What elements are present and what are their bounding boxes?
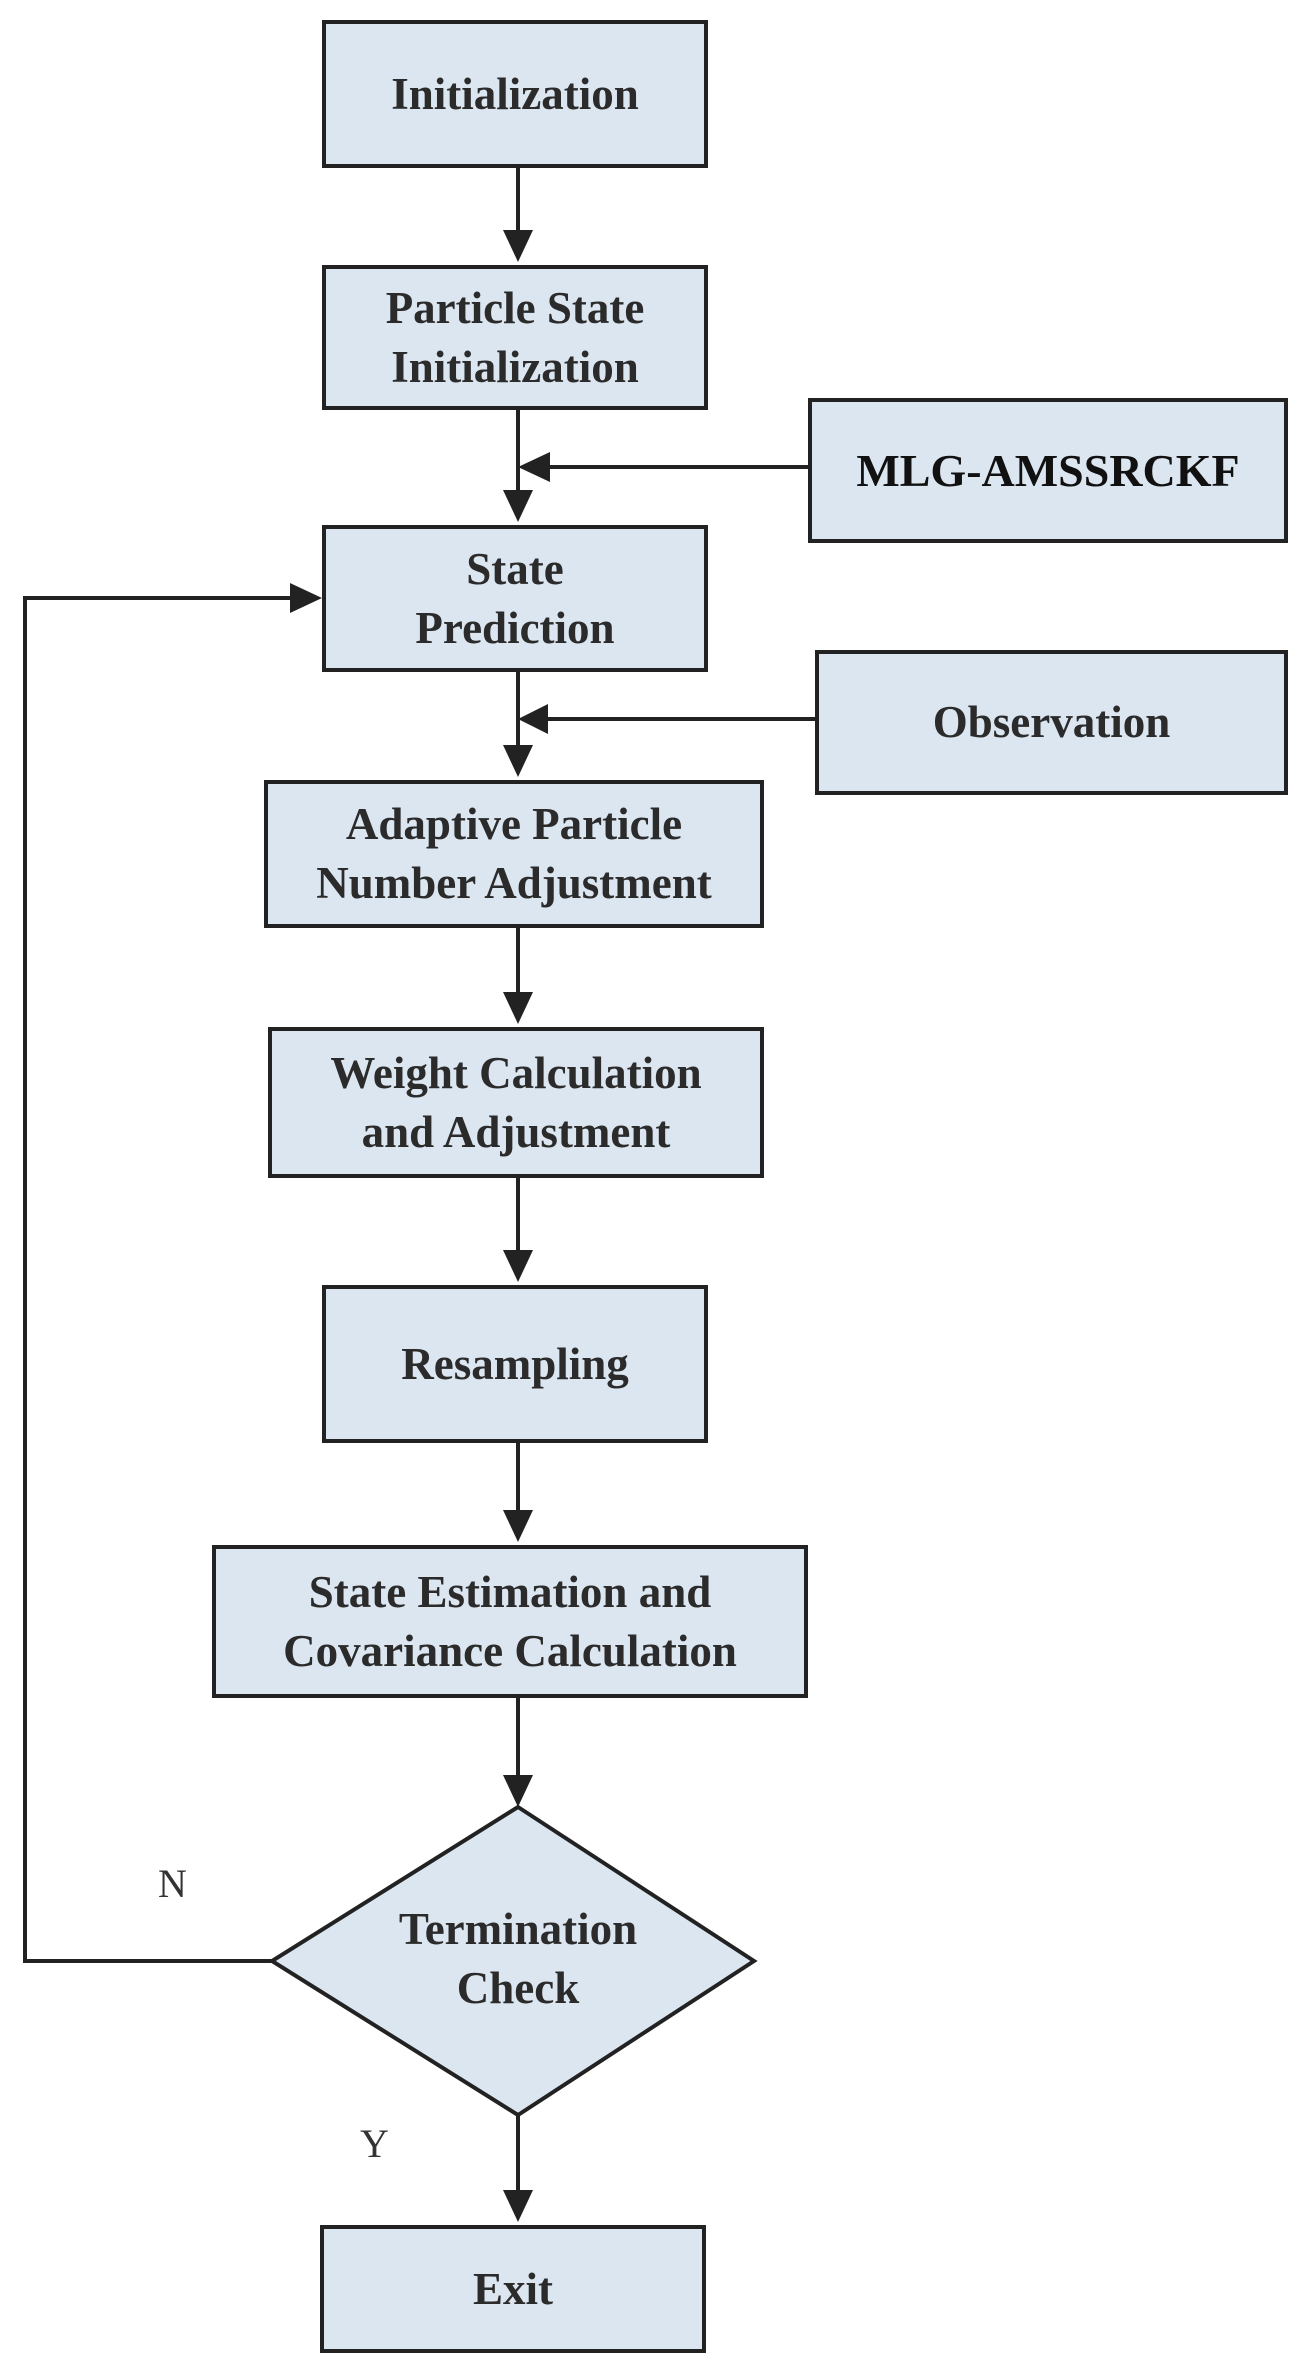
node-label: Initialization (391, 341, 639, 392)
resampling-box: Resampling (322, 1285, 708, 1443)
node-label: Number Adjustment (316, 858, 712, 908)
state-prediction-box: State Prediction (322, 525, 708, 672)
node-label: Exit (472, 2263, 553, 2314)
arrowhead (503, 1775, 533, 1807)
node-label: Observation (932, 697, 1171, 747)
node-label: Termination (398, 1904, 638, 1954)
node-label: MLG-AMSSRCKF (856, 445, 1240, 496)
observation-box: Observation (815, 650, 1288, 795)
particle-state-initialization-box: Particle State Initialization (322, 265, 708, 410)
arrowhead (503, 230, 533, 262)
arrowhead (518, 704, 548, 734)
arrowhead (503, 745, 533, 777)
branch-label-yes: Y (360, 2121, 389, 2166)
state-estimation-box: State Estimation and Covariance Calculat… (212, 1545, 808, 1698)
weight-calculation-box: Weight Calculation and Adjustment (268, 1027, 764, 1178)
arrowhead (503, 490, 533, 522)
arrowhead (503, 2190, 533, 2222)
node-label: Check (456, 1963, 580, 2013)
initialization-box: Initialization (322, 20, 708, 168)
arrowhead (290, 583, 322, 613)
arrowhead (503, 992, 533, 1024)
node-label: Covariance Calculation (283, 1625, 737, 1676)
adaptive-particle-number-adjustment-box: Adaptive Particle Number Adjustment (264, 780, 764, 928)
exit-box: Exit (320, 2225, 706, 2353)
arrowhead (503, 1250, 533, 1282)
node-label: Particle State (385, 282, 645, 333)
edge-loop-back (23, 596, 290, 1963)
mlg-amssrckf-box: MLG-AMSSRCKF (808, 398, 1288, 543)
node-label: Weight Calculation (330, 1047, 702, 1098)
node-label: and Adjustment (361, 1106, 671, 1157)
termination-check-label: Termination Check (318, 1900, 718, 2018)
node-label: State (466, 543, 564, 594)
arrowhead (518, 452, 550, 482)
node-label: Initialization (391, 68, 639, 119)
node-label: Adaptive Particle (345, 799, 683, 849)
node-label: Prediction (415, 602, 615, 653)
node-label: Resampling (401, 1338, 629, 1389)
arrowhead (503, 1510, 533, 1542)
node-label: State Estimation and (308, 1566, 712, 1617)
branch-label-no: N (158, 1861, 187, 1906)
